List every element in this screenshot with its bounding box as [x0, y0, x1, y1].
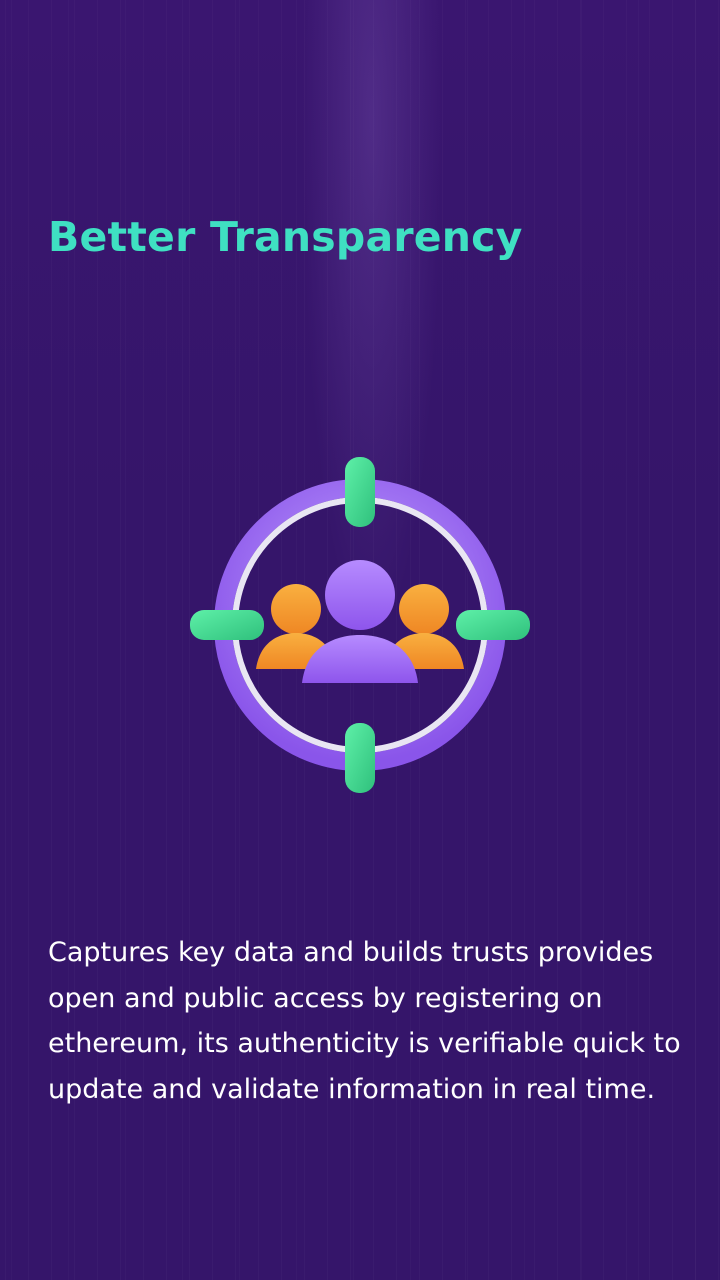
people-group — [256, 560, 464, 683]
description-text: Captures key data and builds trusts prov… — [48, 937, 681, 1105]
target-people-icon — [180, 445, 540, 805]
page-title: Better Transparency — [48, 213, 523, 261]
crosshair-bars — [190, 457, 530, 793]
